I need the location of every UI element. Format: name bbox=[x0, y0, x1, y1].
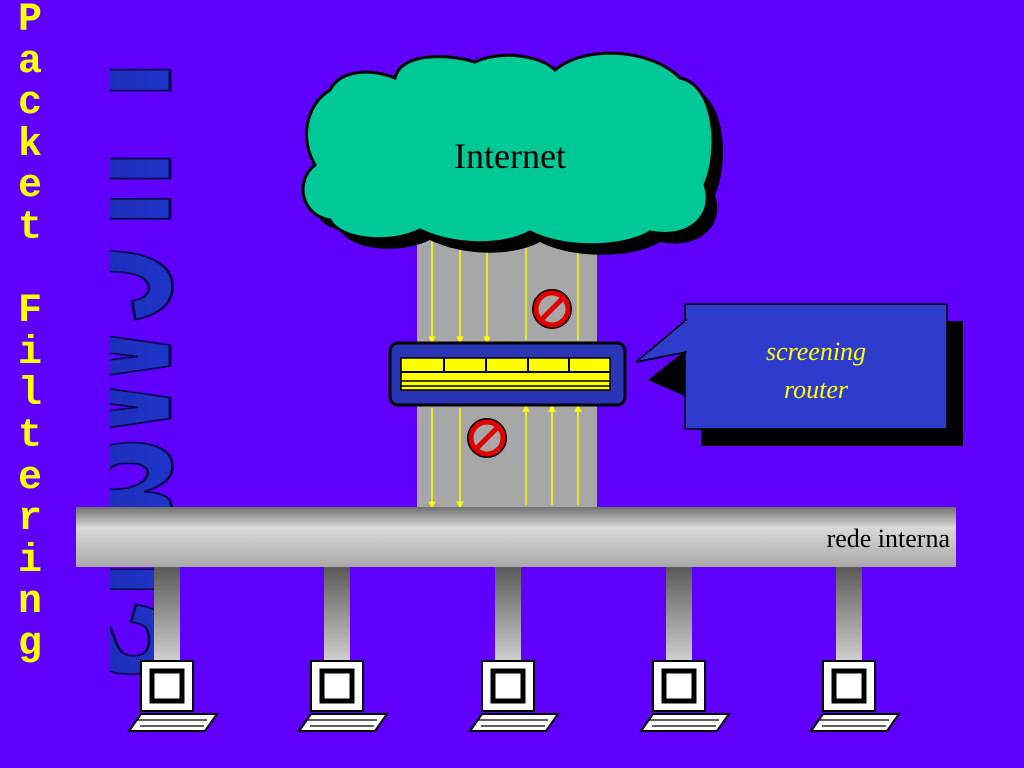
title-letter: r bbox=[17, 497, 42, 543]
router-icon bbox=[388, 341, 627, 407]
title-letter: a bbox=[17, 39, 42, 85]
title-letter: t bbox=[17, 205, 42, 251]
router-label: screening router bbox=[686, 333, 946, 409]
title-letter: k bbox=[17, 122, 42, 168]
computer-icon bbox=[809, 567, 901, 732]
internal-network-bus bbox=[76, 507, 956, 567]
title-letter: i bbox=[17, 538, 42, 584]
title-letter: F bbox=[17, 289, 42, 335]
block-sign-icon bbox=[467, 418, 507, 458]
title-letter: g bbox=[17, 621, 42, 667]
title-letter: n bbox=[17, 580, 42, 626]
title-letter: P bbox=[17, 0, 42, 43]
callout bbox=[635, 303, 963, 446]
computer-icon bbox=[639, 567, 731, 732]
downstream-arrows bbox=[428, 242, 491, 509]
router-label-line1: screening bbox=[765, 337, 867, 366]
title-letter: t bbox=[17, 413, 42, 459]
title-letter: e bbox=[17, 164, 42, 210]
bus-label: rede interna bbox=[826, 524, 950, 553]
computer-icon bbox=[468, 567, 560, 732]
title-letter: i bbox=[17, 330, 42, 376]
computer-icon bbox=[127, 567, 219, 732]
computers bbox=[127, 567, 901, 732]
router-label-line2: router bbox=[783, 375, 849, 404]
internet-label: Internet bbox=[454, 136, 566, 176]
upstream-arrows bbox=[522, 238, 582, 505]
internet-cloud bbox=[301, 51, 723, 255]
title-letter: l bbox=[17, 372, 42, 418]
block-sign-icon bbox=[532, 289, 572, 329]
title-letter: c bbox=[17, 81, 42, 127]
title-letter: e bbox=[17, 455, 42, 501]
computer-icon bbox=[297, 567, 389, 732]
